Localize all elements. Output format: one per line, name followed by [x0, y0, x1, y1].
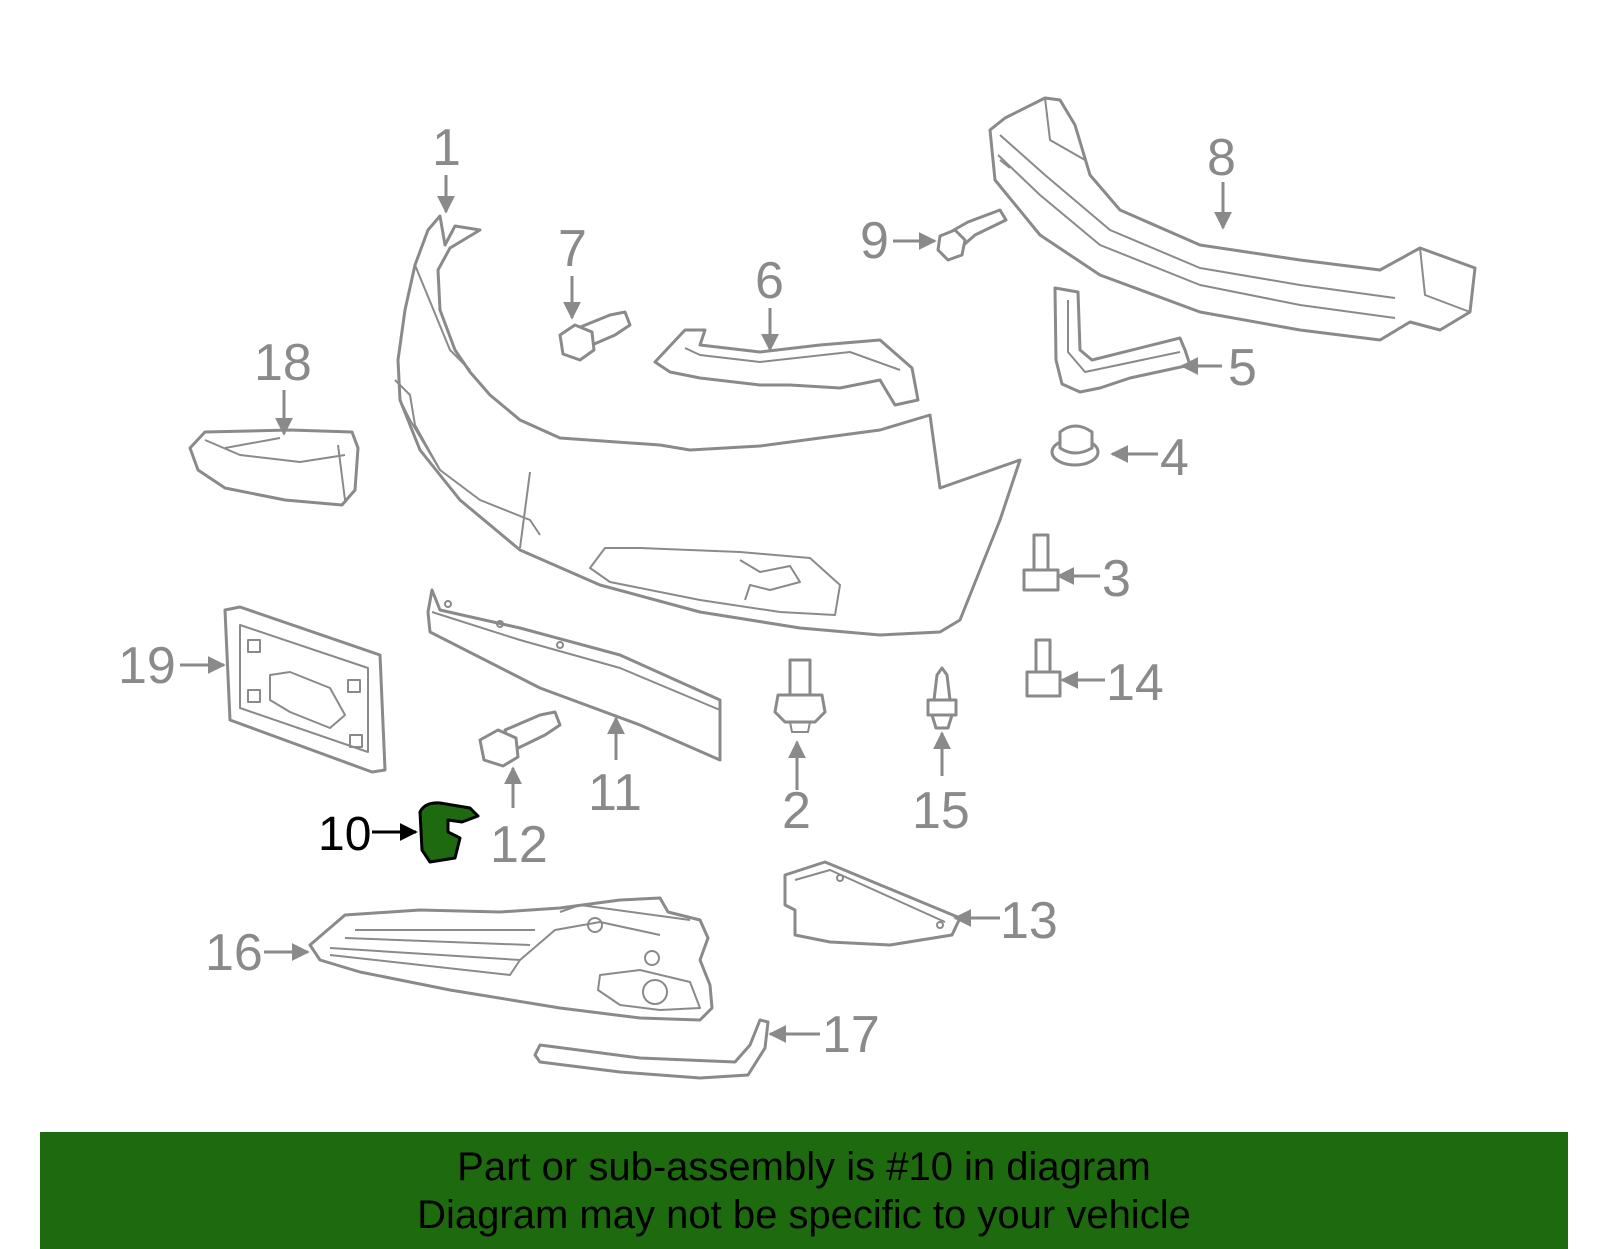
part-14-bolt: [1025, 638, 1062, 698]
callout-12: 12: [490, 816, 548, 874]
part-3-bolt: [1022, 533, 1060, 592]
banner-line-2: Diagram may not be specific to your vehi…: [417, 1193, 1191, 1237]
callout-17: 17: [822, 1006, 880, 1064]
callout-6: 6: [755, 252, 784, 310]
part-5-bracket: [1053, 286, 1192, 394]
callout-2: 2: [782, 782, 811, 840]
callout-15: 15: [912, 782, 970, 840]
callout-7: 7: [558, 220, 587, 278]
callout-1: 1: [432, 119, 461, 177]
callout-3: 3: [1102, 550, 1131, 608]
info-banner: Part or sub-assembly is #10 in diagram D…: [40, 1132, 1568, 1249]
part-16-fog-bezel: [308, 896, 714, 1022]
part-18-side-marker: [188, 428, 360, 507]
part-1-bumper-cover: [394, 214, 1022, 637]
part-17-trim-strip: [533, 1018, 770, 1080]
callout-4: 4: [1160, 429, 1189, 487]
callout-18: 18: [254, 334, 312, 392]
callout-10-highlighted: 10: [318, 808, 371, 861]
part-12-bolt: [478, 710, 562, 768]
part-10-clip-highlighted: [418, 801, 480, 864]
parts-diagram: 1 2 3 4 5 6 7 8 9 11 12 13 14 15 16 17 1…: [118, 96, 1477, 1080]
callout-9: 9: [860, 212, 889, 270]
callout-8: 8: [1207, 129, 1236, 187]
callout-leaders: [180, 175, 1232, 1043]
callout-5: 5: [1228, 339, 1257, 397]
callout-19: 19: [118, 637, 176, 695]
callout-labels: 1 2 3 4 5 6 7 8 9 11 12 13 14 15 16 17 1…: [118, 119, 1257, 1064]
callout-11: 11: [588, 764, 642, 822]
part-9-bolt: [936, 208, 1008, 262]
part-8-reinforcement-beam: [988, 96, 1477, 342]
part-15-clip: [926, 666, 958, 730]
part-7-bolt: [558, 310, 632, 362]
callout-14: 14: [1106, 654, 1164, 712]
part-4-nut: [1050, 424, 1100, 467]
banner-line-1: Part or sub-assembly is #10 in diagram: [457, 1145, 1151, 1189]
part-11-absorber: [426, 588, 722, 762]
part-13-cover: [783, 860, 962, 947]
part-6-bracket: [653, 328, 920, 407]
callout-16: 16: [205, 924, 263, 982]
part-2-clip: [773, 658, 827, 733]
part-19-license-bracket: [223, 605, 387, 774]
callout-13: 13: [1000, 892, 1058, 950]
